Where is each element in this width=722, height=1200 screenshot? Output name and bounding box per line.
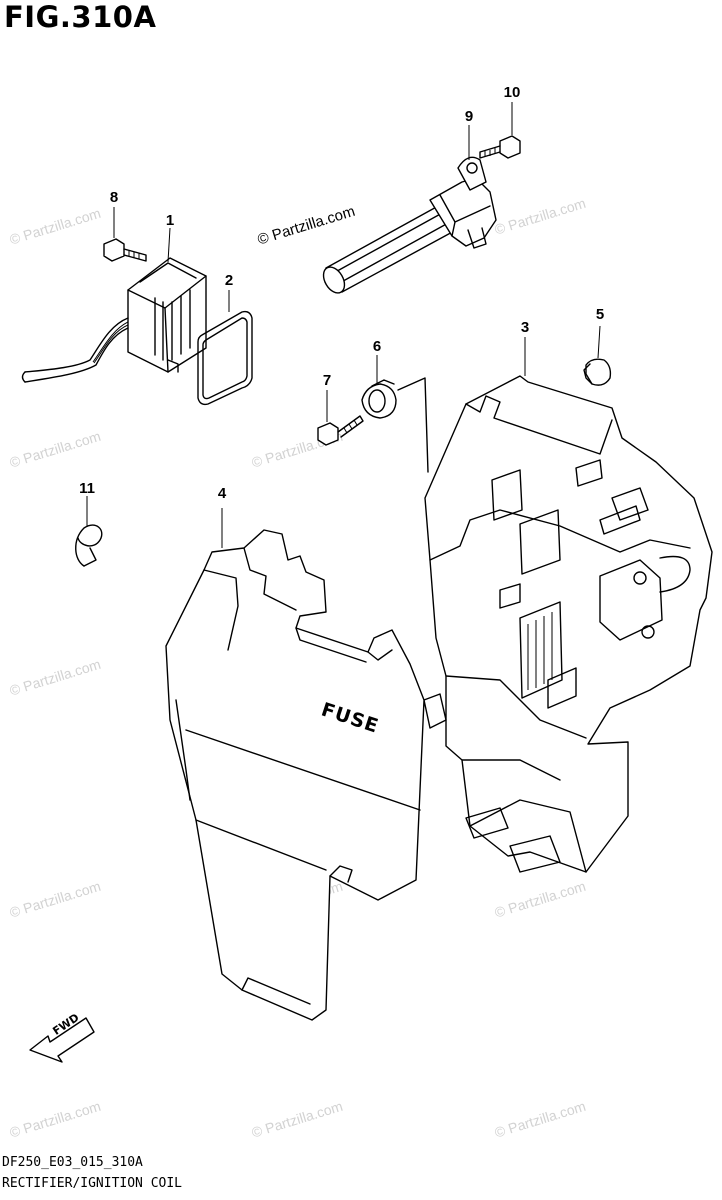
callout-part-11[interactable]: 11 <box>79 480 95 497</box>
callout-part-6[interactable]: 6 <box>372 338 382 355</box>
part-2-gasket <box>197 290 253 406</box>
part-1-rectifier <box>21 227 207 383</box>
part-7-bolt <box>317 390 364 446</box>
part-8-bolt <box>103 207 147 262</box>
callout-part-5[interactable]: 5 <box>595 306 605 323</box>
figure-title: FIG.310A <box>4 0 157 34</box>
callout-part-7[interactable]: 7 <box>322 372 332 389</box>
callout-part-8[interactable]: 8 <box>109 189 119 206</box>
part-10-bolt <box>479 102 521 159</box>
callout-part-4[interactable]: 4 <box>217 485 227 502</box>
part-9-ignition-coil <box>322 125 497 294</box>
figure-code: DF250_E03_015_310A <box>2 1155 143 1170</box>
callout-part-9[interactable]: 9 <box>464 108 474 125</box>
fwd-arrow-icon <box>29 1017 95 1063</box>
callout-part-10[interactable]: 10 <box>503 84 521 101</box>
callout-part-2[interactable]: 2 <box>224 272 234 289</box>
part-5-grommet <box>583 325 612 386</box>
part-3-case <box>397 337 713 873</box>
callout-part-1[interactable]: 1 <box>165 212 175 229</box>
figure-name: RECTIFIER/IGNITION COIL <box>2 1176 183 1191</box>
part-6-grommet <box>361 355 397 419</box>
part-11-clip <box>75 496 103 567</box>
callout-part-3[interactable]: 3 <box>520 319 530 336</box>
part-4-cover <box>165 508 425 1021</box>
